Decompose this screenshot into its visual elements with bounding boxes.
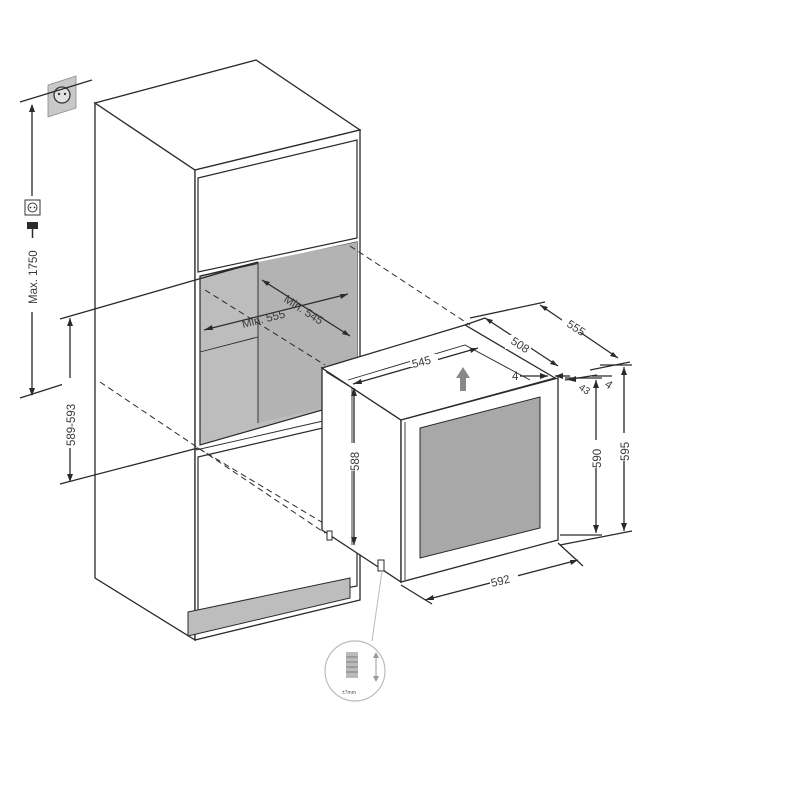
appliance-dimensions: 545 508 555 4 4 43 590 <box>346 301 633 605</box>
cabinet-plinth <box>187 577 351 637</box>
door-glass <box>419 396 541 559</box>
projection-lines <box>99 245 471 546</box>
label-gap-4-right: 4 <box>602 378 614 392</box>
cabinet-left-side <box>94 101 196 642</box>
label-total-width: 592 <box>490 574 512 590</box>
label-door-offset: 43 <box>576 382 592 398</box>
label-top-width: 545 <box>411 355 433 371</box>
tall-cabinet <box>93 59 362 642</box>
label-total-height: 595 <box>620 442 632 461</box>
plug-socket-icon <box>24 199 41 238</box>
label-body-height: 590 <box>592 449 604 468</box>
adjustable-foot-icon: ±7mm <box>324 570 386 702</box>
niche-height-dimension: 589-593 <box>59 261 259 485</box>
cabinet-upper-panel <box>197 139 358 273</box>
label-max-height: Max. 1750 <box>28 250 40 304</box>
cabinet-lower-door <box>197 419 358 617</box>
socket-area: Max. 1750 <box>19 75 93 399</box>
label-gap-4-left: 4 <box>512 371 519 383</box>
label-side-height: 588 <box>350 452 362 471</box>
label-foot-adjust: ±7mm <box>342 690 356 696</box>
label-niche-height: 589-593 <box>66 404 78 446</box>
appliance <box>320 324 559 584</box>
appliance-top <box>320 324 557 421</box>
arrow-up-icon <box>456 367 470 391</box>
